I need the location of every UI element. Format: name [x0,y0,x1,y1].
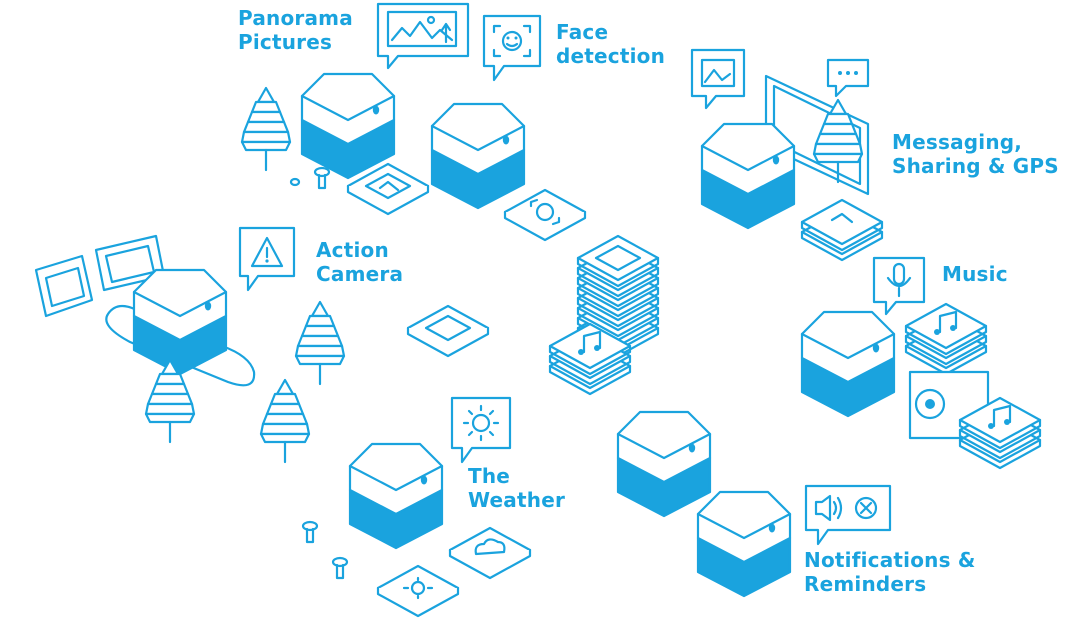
camera-cube-notifications-2 [696,490,792,598]
label-messaging: Messaging, Sharing & GPS [892,130,1059,178]
label-face-line-1: Face [556,20,609,44]
camera-cube-action [132,268,228,376]
pin-icon [313,166,331,190]
cloud-tile-icon [448,526,532,580]
label-weather: The Weather [468,464,565,512]
label-panorama-line-2: Pictures [238,30,333,54]
label-notifications-line-1: Notifications & [804,548,976,572]
label-messaging-line-1: Messaging, [892,130,1023,154]
music-stack-center [548,322,632,396]
chat-bubble-icon [826,58,870,98]
tree-icon [240,86,292,172]
label-panorama: Panorama Pictures [238,6,353,54]
photo-tile-icon [346,162,430,216]
camera-cube-panorama [300,72,396,180]
camera-cube-messaging [700,122,796,230]
camera-cube-face [430,102,526,210]
sun-tile-icon [376,564,460,618]
label-action-line-2: Camera [316,262,404,286]
messaging-group [690,48,884,262]
weather-group [301,396,532,618]
label-action: Action Camera [316,238,403,286]
music-group [800,256,1042,470]
music-stack-right [904,302,988,376]
label-face: Face detection [556,20,665,68]
pin-icon-weather-2 [331,556,349,580]
tree-icon-action-3 [294,300,346,386]
notifications-group [616,410,892,598]
photo-card-icon-1 [34,254,94,318]
label-notifications-line-2: Reminders [804,572,927,596]
warning-icon [238,226,296,292]
face-tile-icon [503,188,587,242]
phone-frame-icon [764,74,870,196]
tree-icon-action-2 [259,378,311,464]
label-messaging-line-2: Sharing & GPS [892,154,1059,178]
camera-cube-notifications-1 [616,410,712,518]
landscape-icon [376,2,470,70]
face-scan-icon [482,14,542,82]
microphone-icon [872,256,926,316]
image-stack-icon [800,198,884,262]
label-face-line-2: detection [556,44,666,68]
camera-cube-weather [348,442,444,550]
panorama-group [240,2,470,216]
label-weather-line-2: Weather [468,488,566,512]
dot-icon [289,177,301,187]
center-group [406,234,660,396]
label-weather-line-1: The [468,464,511,488]
action-group [34,226,346,464]
image-bubble-icon [690,48,746,110]
label-action-line-1: Action [316,238,389,262]
music-stack-small [958,396,1042,470]
label-music: Music [942,262,1008,286]
speaker-mute-icon [804,484,892,546]
pin-icon-weather-1 [301,520,319,544]
tree-icon-action-1 [144,358,196,444]
label-notifications: Notifications & Reminders [804,548,976,596]
photo-tile-center [406,304,490,358]
camera-cube-music [800,310,896,418]
label-panorama-line-1: Panorama [238,6,353,30]
label-music-line-1: Music [942,262,1008,286]
face-group [430,14,587,242]
sun-icon [450,396,512,464]
